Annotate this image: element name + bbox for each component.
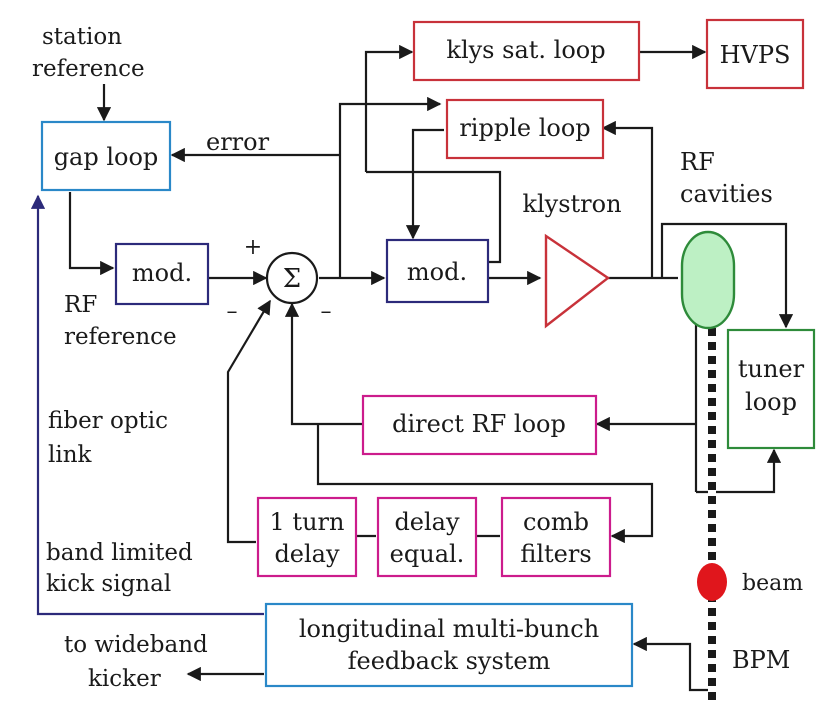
one-turn-delay-label-2: delay [274, 540, 340, 568]
direct-rf-loop-box: direct RF loop [361, 394, 598, 456]
wire-to-tuner-top [660, 222, 794, 329]
sum-circle [265, 251, 319, 305]
direct-rf-loop-rect [361, 394, 598, 456]
one-turn-delay-label-1: 1 turn [270, 508, 345, 536]
comb-filters-box: comb filters [500, 496, 612, 578]
mod-right-rect [385, 238, 490, 304]
hvps-box: HVPS [705, 18, 805, 90]
rf-cavity-shape [680, 230, 736, 330]
wire-direct-to-sum [284, 302, 363, 426]
delay-equal-label-2: equal. [390, 540, 465, 568]
comb-filters-label-1: comb [523, 508, 589, 536]
hvps-label: HVPS [720, 41, 791, 69]
tuner-loop-label-1: tuner [738, 355, 805, 383]
gap-loop-box: gap loop [40, 120, 172, 192]
rf-cavity: RF cavities [680, 148, 773, 330]
fiber-optic-label-2: link [48, 442, 93, 468]
mod-right-label: mod. [407, 258, 467, 286]
mod-left-rect [114, 242, 210, 306]
delay-equal-box: delay equal. [376, 496, 478, 578]
comb-filters-rect [500, 496, 612, 578]
wire-to-ripple [338, 96, 442, 278]
feedback-system-rect [264, 602, 634, 688]
comb-filters-label-2: filters [520, 540, 591, 568]
connection-wires [30, 44, 794, 692]
summing-junction: Σ + – – [227, 235, 332, 324]
wire-bpm-to-feedback [632, 636, 716, 692]
wire-klys-sat-return [366, 170, 502, 264]
sign-plus: + [244, 235, 262, 260]
station-reference-label-1: station [42, 24, 122, 50]
feedback-system-label-2: feedback system [348, 647, 551, 675]
error-label: error [206, 128, 270, 156]
klystron-label: klystron [522, 190, 621, 218]
beam-bunch-dot [697, 563, 727, 601]
wire-to-tuner-bottom [696, 448, 782, 494]
ripple-loop-rect [445, 98, 605, 160]
one-turn-delay-rect [256, 496, 358, 578]
one-turn-delay-box: 1 turn delay [256, 496, 358, 578]
mod-left-box: mod. [114, 242, 210, 306]
tuner-loop-label-2: loop [745, 388, 797, 416]
wire-kick-to-gap [30, 194, 264, 616]
band-limited-label-2: kick signal [46, 571, 171, 597]
klystron-triangle [544, 233, 611, 329]
feedback-system-label-1: longitudinal multi-bunch [299, 615, 599, 643]
tuner-loop-rect [726, 328, 816, 450]
annotation-labels: station reference error RF reference fib… [32, 24, 790, 692]
wire-ripple-to-mod [405, 128, 444, 240]
wire-to-ripple-in [601, 120, 654, 278]
wire-gap-to-mod [68, 192, 115, 276]
bpm-label: BPM [732, 646, 790, 674]
wideband-kicker-label-2: kicker [88, 666, 161, 692]
ripple-loop-box: ripple loop [445, 98, 605, 160]
mod-left-label: mod. [132, 259, 192, 287]
hvps-rect [705, 18, 805, 90]
sign-minus-right: – [321, 299, 332, 324]
rf-reference-label-1: RF [64, 292, 97, 318]
wideband-kicker-label-1: to wideband [64, 632, 208, 658]
rf-cavities-label-1: RF [680, 148, 715, 176]
beam-label: beam [742, 571, 803, 596]
beam-bunch: beam [697, 563, 803, 601]
klys-sat-loop-box: klys sat. loop [412, 20, 641, 82]
wire-to-comb [316, 424, 654, 544]
direct-rf-loop-label: direct RF loop [392, 410, 566, 438]
band-limited-label-1: band limited [46, 540, 193, 566]
wire-to-klys-sat [364, 44, 414, 172]
delay-equal-rect [376, 496, 478, 578]
fiber-optic-label-1: fiber optic [48, 408, 168, 434]
station-reference-label-2: reference [32, 56, 145, 82]
sign-minus-left: – [227, 299, 238, 324]
klystron-amplifier: klystron [522, 190, 622, 329]
tuner-loop-box: tuner loop [726, 328, 816, 450]
rf-reference-label-2: reference [64, 324, 177, 350]
sum-symbol: Σ [283, 264, 301, 294]
klys-sat-loop-label: klys sat. loop [446, 36, 605, 64]
wire-delay-to-sum [226, 299, 271, 544]
mod-right-box: mod. [385, 238, 490, 304]
ripple-loop-label: ripple loop [459, 114, 590, 142]
delay-equal-label-1: delay [394, 508, 460, 536]
rf-cavities-label-2: cavities [680, 180, 773, 208]
gap-loop-label: gap loop [54, 143, 159, 171]
klys-sat-loop-rect [412, 20, 641, 82]
feedback-system-box: longitudinal multi-bunch feedback system [264, 602, 634, 688]
gap-loop-rect [40, 120, 172, 192]
